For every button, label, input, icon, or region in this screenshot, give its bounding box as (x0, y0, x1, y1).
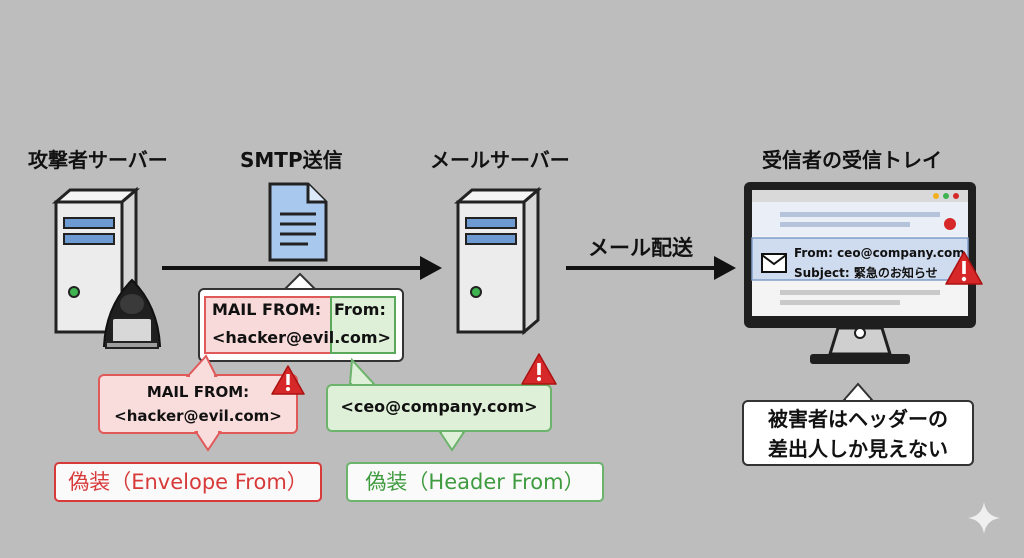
sparkle-icon (968, 502, 1000, 534)
attacker-server-title: 攻撃者サーバー (28, 148, 168, 172)
header-from-callout: <ceo@company.com> (326, 384, 552, 432)
inbox-title: 受信者の受信トレイ (762, 148, 942, 172)
hacker-icon (102, 278, 162, 349)
smtp-send-title: SMTP送信 (240, 148, 343, 172)
packet-mail-from-label: MAIL FROM: (212, 300, 322, 319)
delivery-label: メール配送 (588, 236, 693, 260)
warning-icon (521, 353, 557, 385)
envelope-callout-line2: <hacker@evil.com> (114, 407, 282, 425)
packet-from-label: From: (334, 300, 386, 319)
warning-icon (271, 365, 305, 395)
victim-note: 被害者はヘッダーの 差出人しか見えない (742, 400, 974, 466)
envelope-section (204, 296, 332, 354)
monitor-icon (744, 182, 976, 364)
header-spoof-label: 偽装（Header From） (346, 462, 604, 502)
victim-note-line1: 被害者はヘッダーの (768, 407, 948, 431)
envelope-callout-line1: MAIL FROM: (146, 383, 250, 401)
inbox-email-from: From: ceo@company.com (794, 246, 965, 260)
envelope-icon (761, 253, 787, 273)
packet-mail-from-address: <hacker@evil.com> (212, 328, 391, 347)
header-section (330, 296, 396, 354)
mail-server-icon (453, 186, 543, 336)
mail-server-title: メールサーバー (430, 148, 570, 172)
envelope-spoof-label: 偽装（Envelope From） (54, 462, 322, 502)
warning-icon (945, 251, 983, 285)
inbox-email-subject: Subject: 緊急のお知らせ (794, 266, 938, 280)
victim-note-line2: 差出人しか見えない (768, 437, 948, 461)
document-icon (268, 182, 328, 262)
smtp-packet: MAIL FROM: <hacker@evil.com> From: (198, 288, 404, 362)
